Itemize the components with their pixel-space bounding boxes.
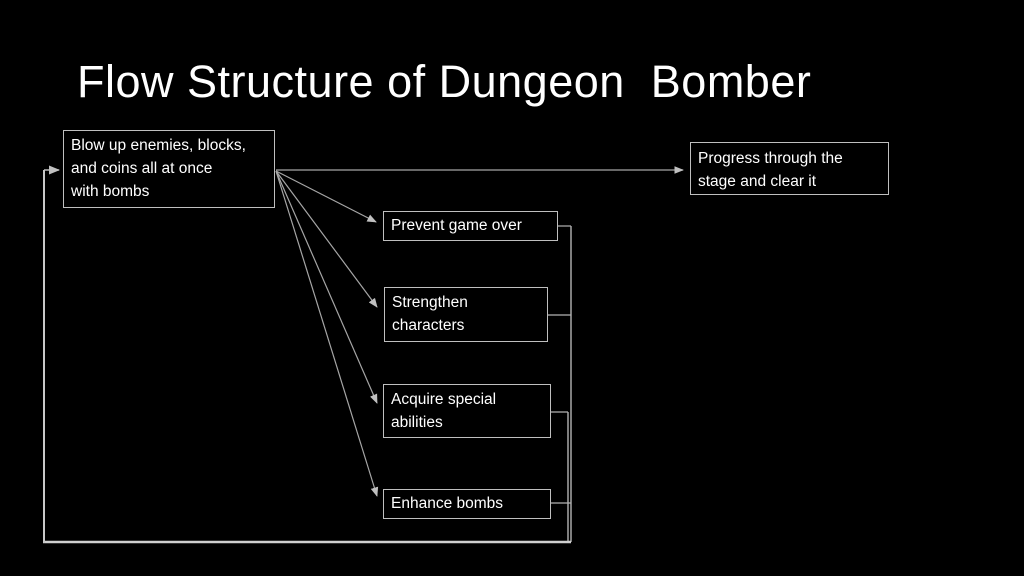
node-acquire-line-2: abilities — [391, 414, 443, 431]
edge-start-strengthen — [275, 170, 378, 308]
node-start-line-3: with bombs — [71, 183, 150, 200]
node-strengthen: Strengthen characters — [384, 287, 548, 342]
node-prevent: Prevent game over — [383, 211, 558, 241]
edge-start-acquire — [275, 170, 378, 404]
node-enhance-line-1: Enhance bombs — [391, 495, 504, 512]
node-strengthen-line-2: characters — [392, 317, 465, 334]
edge-start-enhance — [275, 170, 379, 497]
node-start: Blow up enemies, blocks, and coins all a… — [63, 130, 275, 208]
node-progress-line-2: stage and clear it — [698, 173, 817, 190]
node-start-line-1: Blow up enemies, blocks, — [71, 137, 246, 154]
node-acquire-line-1: Acquire special — [391, 391, 497, 408]
edge-start-prevent — [275, 170, 377, 223]
node-enhance: Enhance bombs — [383, 489, 551, 519]
node-prevent-line-1: Prevent game over — [391, 217, 522, 234]
node-acquire: Acquire special abilities — [383, 384, 551, 438]
node-progress: Progress through the stage and clear it — [690, 142, 889, 195]
slide-title: Flow Structure of Dungeon Bomber — [77, 56, 812, 107]
node-strengthen-line-1: Strengthen — [392, 294, 468, 311]
node-progress-line-1: Progress through the — [698, 150, 843, 167]
node-start-line-2: and coins all at once — [71, 160, 213, 177]
